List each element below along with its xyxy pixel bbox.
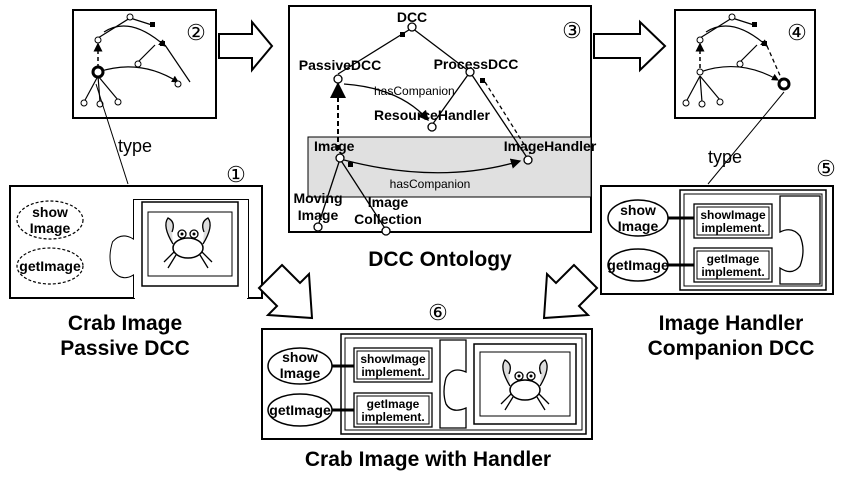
- panel-6-combined-dcc: ⑥ show Image getImage showImage implemen…: [261, 300, 593, 440]
- label-moving-line1: Moving: [294, 190, 343, 206]
- caption-handler-line2: Companion DCC: [648, 337, 815, 360]
- label-hascompanion-bottom: hasCompanion: [390, 177, 471, 191]
- type-label-left: type: [118, 136, 152, 156]
- panel-4-number: ④: [787, 20, 807, 45]
- companion-impl-get-line2: implement.: [701, 265, 764, 279]
- node-processdcc: [465, 67, 475, 77]
- companion-show-line1: show: [620, 202, 656, 218]
- panel-2-type-tree: ②: [72, 9, 217, 119]
- label-imagehandler: ImageHandler: [504, 138, 597, 154]
- ontology-edges: [317, 27, 529, 231]
- type-link-left: [95, 83, 129, 185]
- panel-1-number: ①: [226, 162, 246, 187]
- panel-4-type-tree: ④: [674, 9, 816, 119]
- node-dcc: [407, 22, 417, 32]
- get-image-label: getImage: [19, 258, 81, 274]
- image-subclass-region: [307, 136, 592, 198]
- panel-5-companion-dcc: ⑤ show Image getImage showImage implemen…: [600, 156, 836, 295]
- node-resourcehandler: [427, 122, 437, 132]
- panel-4-frame: [674, 9, 816, 119]
- caption-crab-line1: Crab Image: [68, 312, 182, 335]
- panel-3-number: ③: [562, 18, 582, 43]
- type-link-right: [707, 91, 785, 185]
- label-dcc: DCC: [397, 9, 427, 25]
- label-processdcc: ProcessDCC: [434, 56, 519, 72]
- node-imagehandler: [523, 155, 533, 165]
- ontology-title: DCC Ontology: [368, 248, 512, 271]
- label-collection-line2: Collection: [354, 211, 422, 227]
- get-image-slot: [16, 247, 84, 285]
- arrow-3-to-4: [593, 19, 667, 73]
- combined-impl-show-line2: implement.: [361, 365, 424, 379]
- companion-impl-show-line1: showImage: [700, 208, 766, 222]
- caption-crab-line2: Passive DCC: [60, 337, 190, 360]
- panel-3-ontology: ③ DCC PassiveDCC ProcessDCC hasCompanion…: [288, 5, 597, 236]
- companion-get-label: getImage: [607, 257, 669, 273]
- show-image-slot: [16, 200, 84, 240]
- label-collection-line1: Image: [368, 194, 409, 210]
- panel-2-frame: [72, 9, 217, 119]
- label-resourcehandler: ResourceHandler: [374, 107, 490, 123]
- panel-5-number: ⑤: [816, 156, 836, 181]
- companion-impl-get-line1: getImage: [707, 252, 760, 266]
- caption-combined: Crab Image with Handler: [305, 448, 551, 471]
- caption-handler-line1: Image Handler: [659, 312, 804, 335]
- label-passivedcc: PassiveDCC: [299, 57, 382, 73]
- show-image-label-line1: show: [32, 204, 68, 220]
- combined-impl-get-line1: getImage: [367, 397, 420, 411]
- show-image-label-line2: Image: [30, 220, 71, 236]
- companion-puzzle-socket: [779, 195, 821, 285]
- companion-show-line2: Image: [618, 218, 659, 234]
- node-imagecollection: [381, 226, 391, 236]
- arrow-1-to-6: [257, 263, 314, 320]
- dashed-link-processdcc: [484, 81, 531, 155]
- panel-2-number: ②: [186, 20, 206, 45]
- companion-impl-show-line2: implement.: [701, 221, 764, 235]
- combined-show-line2: Image: [280, 365, 321, 381]
- panel-2-edges: [83, 17, 191, 103]
- label-image: Image: [314, 138, 355, 154]
- combined-impl-show-line1: showImage: [360, 352, 426, 366]
- label-moving-line2: Image: [298, 207, 339, 223]
- combined-puzzle-joint: [439, 339, 467, 429]
- panel-1-passive-dcc: ① show Image getImage: [9, 162, 263, 299]
- combined-get-label: getImage: [269, 402, 331, 418]
- label-hascompanion-top: hasCompanion: [374, 84, 455, 98]
- arrow-5-to-6: [542, 263, 599, 320]
- node-image: [335, 153, 345, 163]
- node-movingimage: [313, 222, 323, 232]
- panel-6-number: ⑥: [428, 300, 448, 325]
- arrow-2-to-3: [218, 19, 274, 73]
- node-passivedcc: [333, 74, 343, 84]
- combined-show-line1: show: [282, 349, 318, 365]
- combined-impl-get-line2: implement.: [361, 410, 424, 424]
- type-label-right: type: [708, 147, 742, 167]
